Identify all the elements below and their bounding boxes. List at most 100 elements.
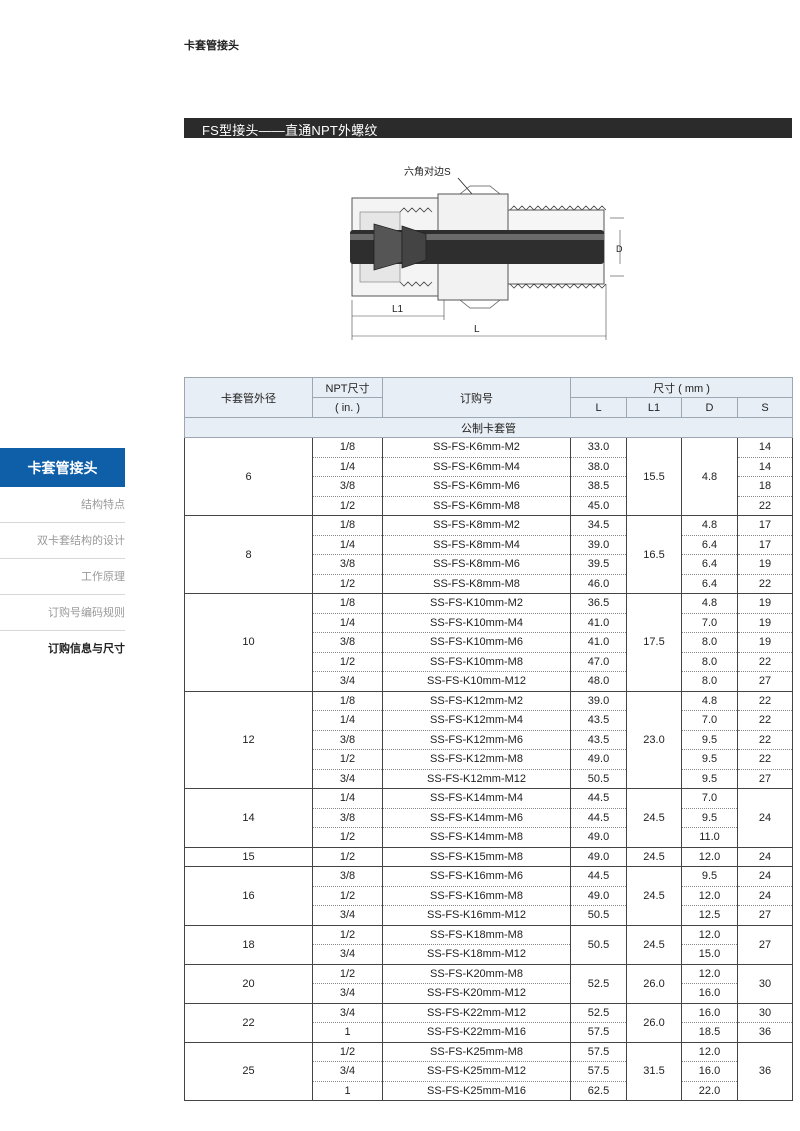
cell-s: 22 [736,730,794,750]
cell-npt: 1/4 [312,613,383,633]
cell-d: 12.0 [681,964,738,984]
cell-l: 50.5 [570,769,627,789]
cell-order: SS-FS-K25mm-M12 [382,1061,571,1082]
cell-npt: 1/2 [312,496,383,516]
cell-l: 41.0 [570,613,627,633]
cell-order: SS-FS-K20mm-M8 [382,964,571,984]
cell-npt: 3/8 [312,476,383,497]
cell-d: 7.0 [681,613,738,633]
cell-s: 19 [736,593,794,614]
cell-npt: 1/2 [312,1042,383,1062]
cell-npt: 1/2 [312,886,383,906]
header-od: 卡套管外径 [184,377,313,418]
cell-order: SS-FS-K10mm-M12 [382,671,571,692]
cell-l1: 16.5 [626,515,682,594]
cell-od: 10 [184,593,313,692]
cell-od: 16 [184,866,313,926]
header-dims: 尺寸 ( mm ) [569,377,794,398]
cell-order: SS-FS-K10mm-M6 [382,632,571,653]
cell-s: 19 [736,554,794,575]
cell-l: 39.0 [570,691,627,711]
cell-s: 24 [736,886,794,906]
section-metric: 公制卡套管 [183,417,794,438]
cell-npt: 1/8 [312,515,383,536]
sidebar-item-double-ferrule[interactable]: 双卡套结构的设计 [0,523,125,559]
cell-s: 30 [736,1003,794,1023]
cell-l: 44.5 [570,866,627,887]
cell-l: 49.0 [570,749,627,770]
cell-d: 9.5 [681,808,738,828]
cell-d: 9.5 [681,866,738,887]
cell-npt: 1/8 [312,593,383,614]
header-l: L [570,397,627,418]
cell-order: SS-FS-K8mm-M6 [382,554,571,575]
cell-npt: 1 [312,1022,383,1043]
cell-order: SS-FS-K14mm-M4 [382,788,571,809]
cell-order: SS-FS-K6mm-M6 [382,476,571,497]
cell-l: 33.0 [570,437,627,458]
sidebar-item-order-info[interactable]: 订购信息与尺寸 [48,643,125,655]
cell-od: 14 [184,788,313,848]
cell-npt: 1/4 [312,457,383,477]
cell-l: 47.0 [570,652,627,672]
cell-d: 16.0 [681,983,738,1004]
cell-l: 52.5 [570,964,627,1004]
cell-l: 36.5 [570,593,627,614]
sidebar-item-code-rules[interactable]: 订购号编码规则 [0,595,125,631]
cell-s: 27 [736,769,794,789]
cell-npt: 3/8 [312,554,383,575]
cell-npt: 1/4 [312,788,383,809]
cell-s: 24 [736,866,794,887]
cell-order: SS-FS-K22mm-M12 [382,1003,571,1023]
fitting-drawing: 六角对边S D L1 L [350,165,624,340]
sidebar-item-principle[interactable]: 工作原理 [0,559,125,595]
cell-order: SS-FS-K25mm-M16 [382,1081,571,1101]
sidebar-active-item[interactable]: 卡套管接头 [0,448,125,487]
cell-l1: 17.5 [626,593,682,692]
cell-npt: 3/4 [312,769,383,789]
cell-od: 12 [184,691,313,789]
cell-d: 6.4 [681,535,738,555]
cell-npt: 3/4 [312,944,383,965]
cell-npt: 1/4 [312,535,383,555]
cell-od: 8 [184,515,313,594]
cell-s: 17 [736,515,794,536]
cell-l: 49.0 [570,827,627,848]
cell-l: 57.5 [570,1061,627,1082]
cell-d: 12.0 [681,1042,738,1062]
cell-npt: 1/2 [312,925,383,945]
cell-s: 24 [736,788,794,848]
cell-d: 16.0 [681,1003,738,1023]
cell-l: 39.5 [570,554,627,575]
cell-order: SS-FS-K16mm-M12 [382,905,571,926]
cell-npt: 3/8 [312,808,383,828]
cell-l: 34.5 [570,515,627,536]
cell-l: 44.5 [570,808,627,828]
cell-npt: 3/4 [312,905,383,926]
cell-order: SS-FS-K20mm-M12 [382,983,571,1004]
header-l1: L1 [626,397,682,418]
cell-l: 48.0 [570,671,627,692]
cell-s: 22 [736,749,794,770]
cell-l: 62.5 [570,1081,627,1101]
cell-s: 19 [736,613,794,633]
cell-order: SS-FS-K6mm-M2 [382,437,571,458]
sidebar-item-structure[interactable]: 结构特点 [0,487,125,523]
cell-s: 14 [736,457,794,477]
cell-order: SS-FS-K12mm-M2 [382,691,571,711]
cell-d: 8.0 [681,652,738,672]
cell-s: 27 [736,905,794,926]
cell-od: 15 [184,847,313,867]
